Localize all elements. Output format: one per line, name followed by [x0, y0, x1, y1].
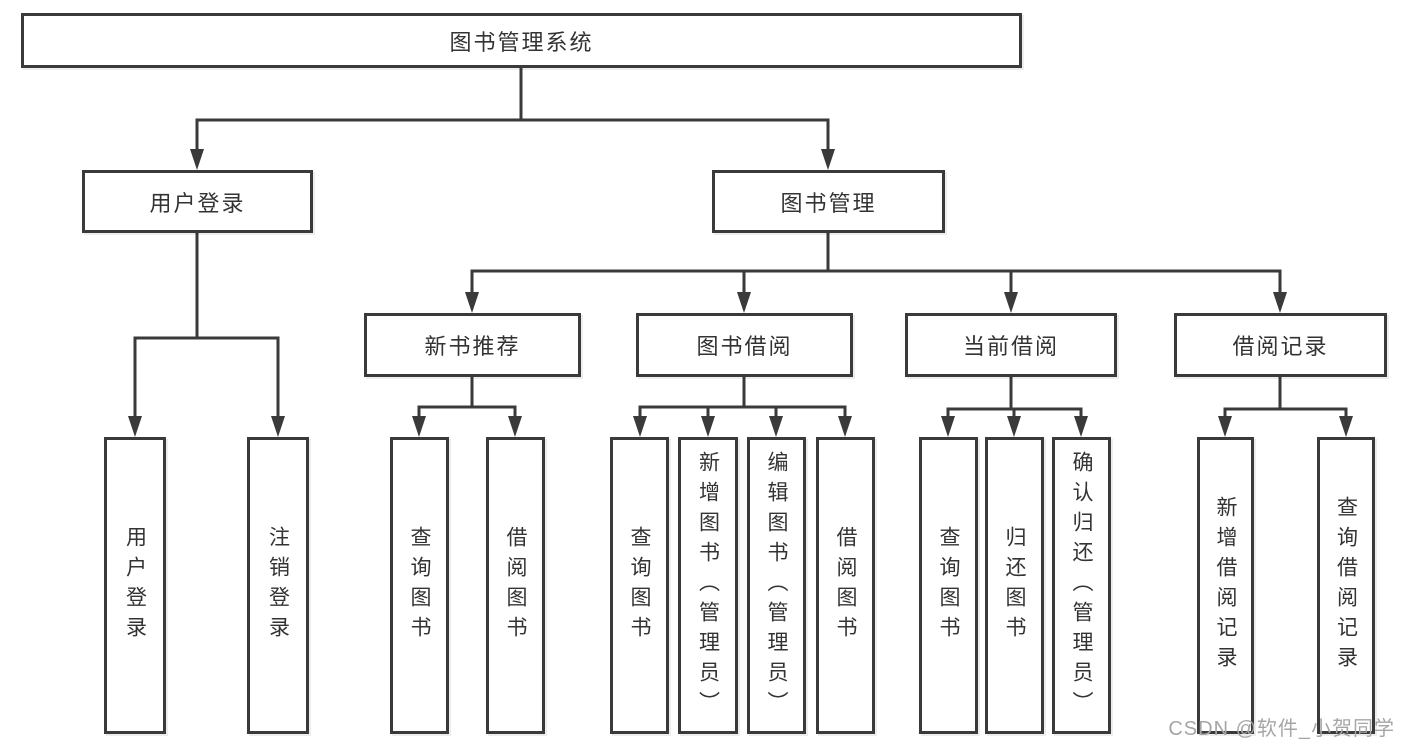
node-label: 查询图书	[937, 525, 960, 646]
node-label: 编辑图书（管理员）	[765, 450, 788, 721]
node-label: 图书借阅	[696, 334, 793, 359]
arrowhead	[190, 149, 204, 170]
arrowhead	[838, 416, 852, 437]
arrowhead	[128, 416, 142, 437]
leaf-query-books-current: 查询图书	[919, 437, 978, 734]
arrowhead	[1273, 292, 1287, 313]
arrowhead	[633, 416, 647, 437]
connector-book-management-to-level3	[470, 233, 1282, 294]
arrowhead	[508, 416, 522, 437]
node-label: 查询借阅记录	[1334, 495, 1358, 676]
connector-user-login-group	[133, 233, 280, 418]
node-label: 新书推荐	[424, 334, 521, 359]
arrowhead	[271, 416, 285, 437]
node-label: 归还图书	[1003, 525, 1026, 646]
node-label: 查询图书	[408, 525, 431, 646]
node-user-login: 用户登录	[82, 170, 313, 233]
connector-book-borrow-group	[638, 377, 847, 418]
node-borrowing-records: 借阅记录	[1174, 313, 1387, 377]
arrowhead	[701, 416, 715, 437]
node-label: 注销登录	[266, 525, 290, 646]
node-label: 新增借阅记录	[1214, 495, 1237, 676]
node-label: 当前借阅	[962, 334, 1059, 359]
connector-borrow-record-group	[1223, 377, 1348, 418]
node-label: 图书管理	[780, 190, 877, 216]
leaf-add-books-admin: 新增图书（管理员）	[678, 437, 738, 734]
node-label: 确认归还（管理员）	[1070, 450, 1093, 721]
node-current-borrowing: 当前借阅	[905, 313, 1117, 377]
arrowhead	[737, 292, 751, 313]
node-label: 查询图书	[628, 525, 651, 646]
node-label: 借阅图书	[504, 525, 527, 646]
node-book-management: 图书管理	[712, 170, 945, 233]
node-new-book-recommendation: 新书推荐	[364, 313, 581, 377]
leaf-query-books-borrow: 查询图书	[610, 437, 669, 734]
arrowhead	[1004, 292, 1018, 313]
arrowhead	[1074, 416, 1088, 437]
node-label: 图书管理系统	[449, 29, 594, 55]
arrowhead	[821, 149, 835, 170]
connector-root-to-level2	[195, 68, 830, 152]
leaf-borrow-books: 借阅图书	[816, 437, 875, 734]
node-label: 用户登录	[123, 525, 147, 646]
arrowhead	[769, 416, 783, 437]
leaf-add-borrow-record: 新增借阅记录	[1197, 437, 1254, 734]
arrowhead	[412, 416, 426, 437]
leaf-edit-books-admin: 编辑图书（管理员）	[747, 437, 806, 734]
arrowhead	[1339, 416, 1353, 437]
leaf-query-borrow-record: 查询借阅记录	[1317, 437, 1375, 734]
node-library-management-system: 图书管理系统	[21, 13, 1022, 68]
leaf-confirm-return-admin: 确认归还（管理员）	[1052, 437, 1111, 734]
node-label: 借阅记录	[1232, 334, 1329, 359]
node-label: 新增图书（管理员）	[696, 450, 720, 721]
node-label: 借阅图书	[834, 525, 857, 646]
arrowhead	[941, 416, 955, 437]
leaf-return-books: 归还图书	[985, 437, 1044, 734]
node-book-borrowing: 图书借阅	[636, 313, 853, 377]
leaf-user-login: 用户登录	[104, 437, 166, 734]
leaf-logout-login: 注销登录	[247, 437, 309, 734]
connector-current-borrow-group	[946, 377, 1083, 418]
leaf-borrow-books-recommend: 借阅图书	[486, 437, 545, 734]
arrowhead	[1218, 416, 1232, 437]
node-label: 用户登录	[149, 190, 246, 216]
connector-new-book-group	[417, 377, 517, 418]
arrowheads	[128, 149, 1353, 437]
watermark: CSDN @软件_小贺同学	[1168, 718, 1395, 740]
arrowhead	[465, 292, 479, 313]
arrowhead	[1007, 416, 1021, 437]
leaf-query-books-recommend: 查询图书	[390, 437, 449, 734]
